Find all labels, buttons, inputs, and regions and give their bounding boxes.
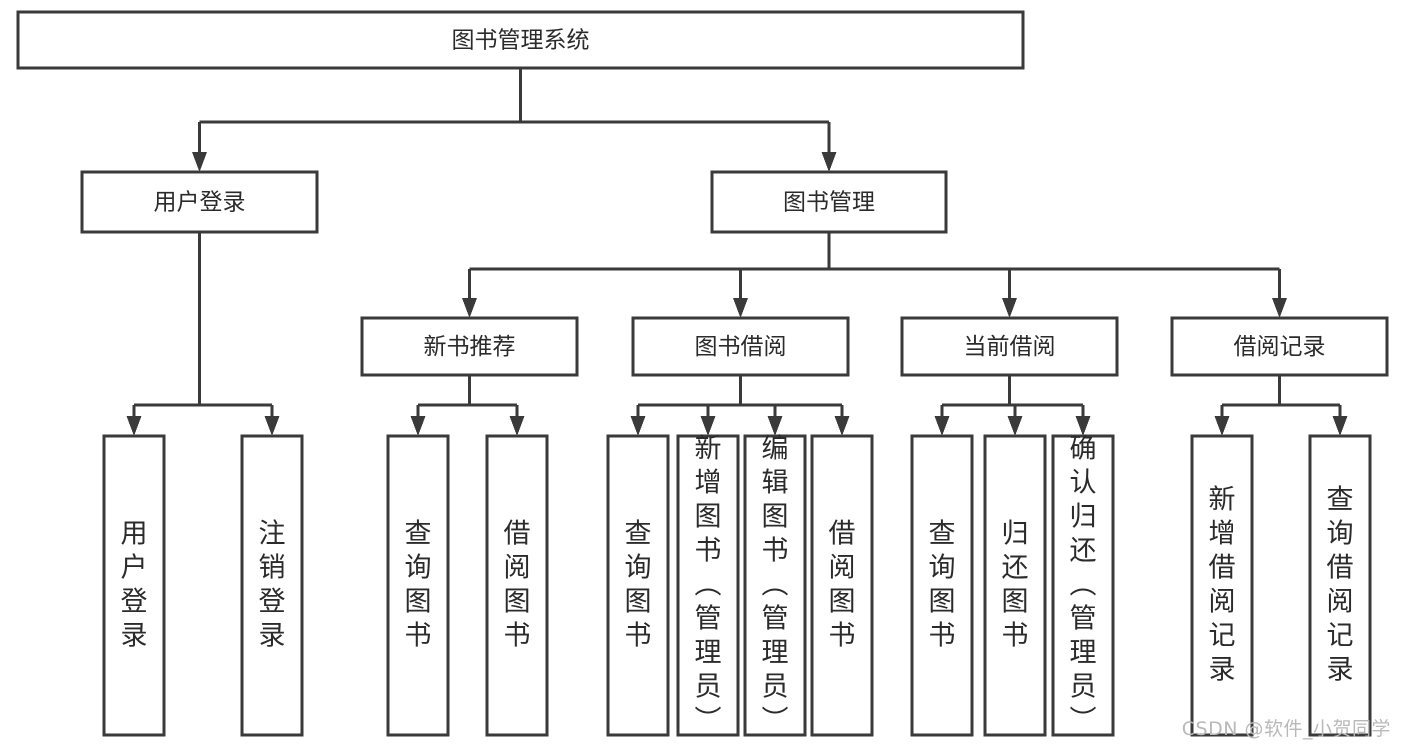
- node-label: 图书借阅: [695, 334, 787, 360]
- node-label: 归还图书: [1002, 519, 1029, 652]
- node-root[interactable]: 图书管理系统: [16, 10, 1025, 70]
- arrow-head-icon: [126, 416, 142, 436]
- node-box: [16, 10, 1025, 70]
- connector-layer: [126, 68, 1348, 436]
- node-box: [240, 434, 304, 737]
- node-box: [1170, 316, 1389, 377]
- node-book-manage[interactable]: 图书管理: [710, 170, 948, 234]
- node-leaf-borrow-book[interactable]: 借阅图书: [810, 434, 874, 737]
- node-leaf-query-record[interactable]: 查询借阅记录: [1308, 434, 1372, 737]
- node-label: 用户登录: [154, 190, 246, 216]
- node-label: 查询借阅记录: [1327, 485, 1354, 686]
- node-box: [1308, 434, 1372, 737]
- arrow-head-icon: [1075, 416, 1091, 436]
- node-box: [80, 170, 319, 234]
- node-leaf-borrow-book-rec[interactable]: 借阅图书: [485, 434, 549, 737]
- node-new-book-rec[interactable]: 新书推荐: [360, 316, 579, 377]
- arrow-head-icon: [1332, 416, 1348, 436]
- arrow-head-icon: [462, 298, 477, 318]
- node-leaf-user-login[interactable]: 用户登录: [102, 434, 166, 737]
- arrow-head-icon: [733, 298, 748, 318]
- node-label: 用户登录: [121, 519, 148, 652]
- arrow-head-icon: [934, 416, 950, 436]
- node-layer: 图书管理系统用户登录图书管理新书推荐图书借阅当前借阅借阅记录用户登录注销登录查询…: [16, 10, 1389, 737]
- node-leaf-edit-book[interactable]: 编辑图书︵管理员︶: [743, 434, 807, 737]
- node-label: 当前借阅: [964, 334, 1056, 360]
- arrow-head-icon: [821, 152, 837, 172]
- node-current-borrow[interactable]: 当前借阅: [900, 316, 1119, 377]
- node-box: [710, 170, 948, 234]
- node-box: [485, 434, 549, 737]
- node-label: 借阅图书: [829, 519, 856, 652]
- arrow-head-icon: [192, 152, 207, 172]
- node-label: 新书推荐: [424, 334, 516, 360]
- node-box: [810, 434, 874, 737]
- arrow-head-icon: [509, 416, 525, 436]
- arrow-head-icon: [410, 416, 426, 436]
- node-label: 借阅图书: [504, 519, 531, 652]
- arrow-head-icon: [264, 416, 280, 436]
- node-leaf-confirm-return[interactable]: 确认归还︵管理员︶: [1051, 434, 1115, 737]
- node-leaf-return-book[interactable]: 归还图书: [983, 434, 1047, 737]
- node-label: 查询图书: [929, 519, 956, 652]
- node-box: [1190, 434, 1254, 737]
- node-label: 新增图书︵管理员︶: [695, 434, 722, 737]
- arrow-head-icon: [1214, 416, 1230, 436]
- node-leaf-user-logout[interactable]: 注销登录: [240, 434, 304, 737]
- arrow-head-icon: [767, 416, 783, 436]
- node-label: 图书管理系统: [452, 28, 590, 54]
- node-label: 查询图书: [625, 519, 652, 652]
- node-label: 图书管理: [783, 190, 875, 216]
- node-box: [1051, 434, 1115, 737]
- node-box: [102, 434, 166, 737]
- node-leaf-add-book[interactable]: 新增图书︵管理员︶: [676, 434, 740, 737]
- node-box: [983, 434, 1047, 737]
- node-box: [676, 434, 740, 737]
- arrow-head-icon: [1002, 298, 1017, 318]
- node-box: [606, 434, 670, 737]
- node-box: [386, 434, 450, 737]
- node-box: [631, 316, 850, 377]
- node-label: 借阅记录: [1234, 334, 1326, 360]
- node-box: [360, 316, 579, 377]
- node-leaf-query-book-rec[interactable]: 查询图书: [386, 434, 450, 737]
- node-box: [743, 434, 807, 737]
- node-leaf-query-book-cur[interactable]: 查询图书: [910, 434, 974, 737]
- node-label: 确认归还︵管理员︶: [1070, 434, 1097, 737]
- node-box: [910, 434, 974, 737]
- node-label: 注销登录: [259, 519, 286, 652]
- node-label: 新增借阅记录: [1209, 485, 1236, 686]
- node-label: 编辑图书︵管理员︶: [762, 434, 789, 737]
- arrow-head-icon: [834, 416, 850, 436]
- node-leaf-add-record[interactable]: 新增借阅记录: [1190, 434, 1254, 737]
- node-borrow-record[interactable]: 借阅记录: [1170, 316, 1389, 377]
- node-user-login[interactable]: 用户登录: [80, 170, 319, 234]
- arrow-head-icon: [1272, 298, 1287, 318]
- node-book-borrow[interactable]: 图书借阅: [631, 316, 850, 377]
- node-box: [900, 316, 1119, 377]
- node-leaf-query-book[interactable]: 查询图书: [606, 434, 670, 737]
- arrow-head-icon: [630, 416, 646, 436]
- arrow-head-icon: [700, 416, 716, 436]
- node-label: 查询图书: [405, 519, 432, 652]
- arrow-head-icon: [1007, 416, 1023, 436]
